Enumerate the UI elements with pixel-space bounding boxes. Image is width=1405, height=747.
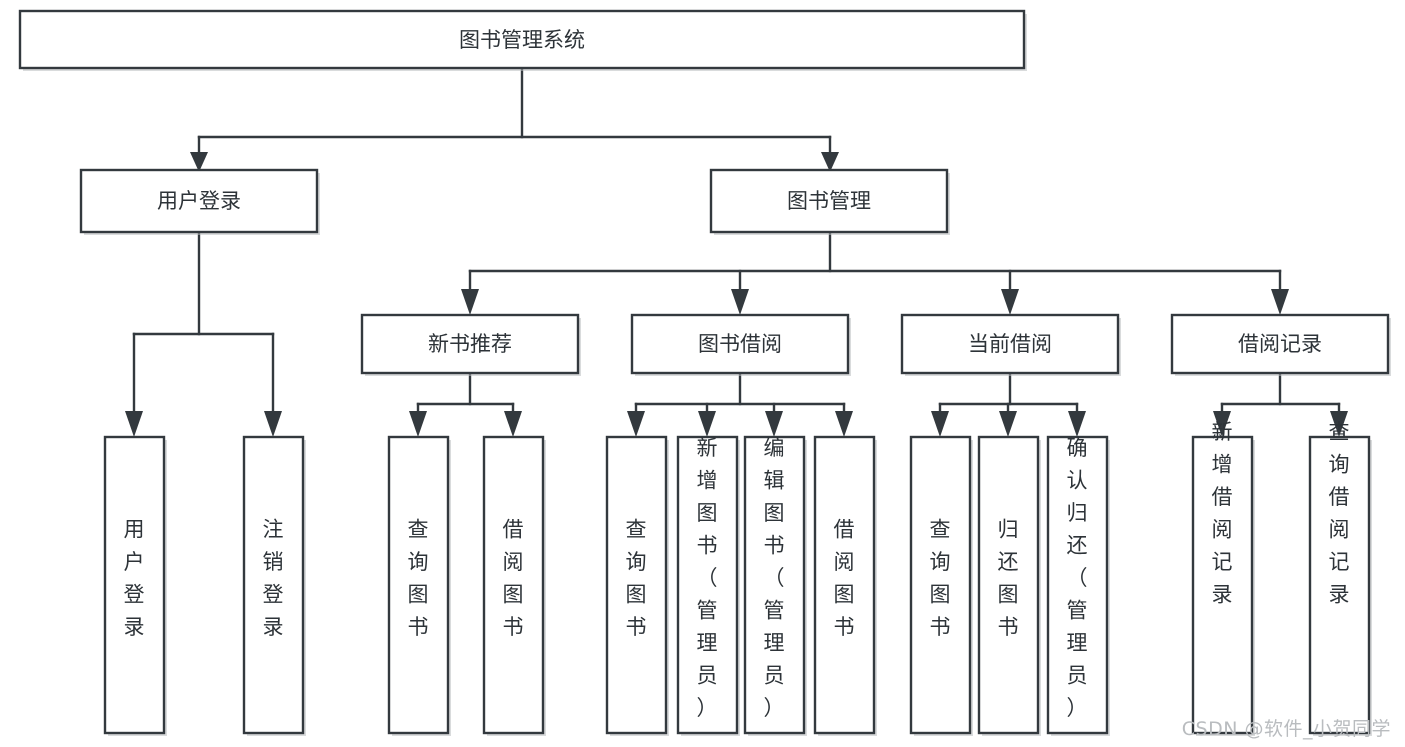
leaf-borrow-record-2-rect [1308,435,1371,735]
leaf-book-borrow-4[interactable]: 借阅图书 [813,435,877,736]
root-rect [18,9,1026,70]
leaf-borrow-record-1[interactable]: 新增借阅记录 [1191,420,1255,736]
arrow-borrow-leaf-2 [698,411,716,437]
leaf-current-borrow-1-label: 查询图书 [930,517,951,639]
leaf-book-borrow-4-label: 借阅图书 [834,517,855,639]
arrow-newbook-leaf-2 [504,411,522,437]
node-borrow-record[interactable]: 借阅记录 [1170,313,1391,376]
leaf-new-book-1-rect [387,435,450,735]
arrow-current-leaf-3 [1068,411,1086,437]
user-login-label: 用户登录 [157,189,241,213]
book-borrow-rect [630,313,850,375]
node-book-borrow[interactable]: 图书借阅 [630,313,851,376]
leaf-current-borrow-3-label: 确认归还（管理员） [1067,436,1088,720]
leaf-user-login-2-label: 注销登录 [263,517,284,639]
leaf-user-login-2[interactable]: 注销登录 [242,435,306,736]
borrow-record-rect [1170,313,1390,375]
arrow-newbook-leaf-1 [409,411,427,437]
leaf-book-borrow-4-rect [813,435,876,735]
node-new-book-recommend[interactable]: 新书推荐 [360,313,581,376]
current-borrow-rect [900,313,1120,375]
arrow-userlogin-leaf-2 [264,411,282,437]
arrow-root-to-book-mgmt [821,152,839,172]
book-management-rect [709,168,949,234]
leaf-borrow-record-1-rect [1191,435,1254,735]
node-user-login[interactable]: 用户登录 [79,168,320,235]
new-book-recommend-rect [360,313,580,375]
arrow-root-to-user-login [190,152,208,172]
leaf-book-borrow-3-label: 编辑图书（管理员） [764,436,785,720]
node-current-borrow[interactable]: 当前借阅 [900,313,1121,376]
leaf-user-login-2-rect [242,435,305,735]
leaf-user-login-1-label: 用户登录 [124,517,145,639]
connector-layer [125,66,1348,437]
leaf-book-borrow-3-rect [743,435,806,735]
user-login-rect [79,168,319,234]
leaf-book-borrow-2-rect [676,435,739,735]
leaf-user-login-1[interactable]: 用户登录 [103,435,167,736]
leaf-new-book-2-label: 借阅图书 [503,517,524,639]
leaf-new-book-2[interactable]: 借阅图书 [482,435,546,736]
leaf-current-borrow-1[interactable]: 查询图书 [909,435,973,736]
leaf-borrow-record-2[interactable]: 查询借阅记录 [1308,420,1372,736]
arrow-record-leaf-1 [1213,411,1231,437]
arrow-borrow-leaf-1 [627,411,645,437]
leaf-book-borrow-1-label: 查询图书 [626,517,647,639]
leaf-borrow-record-1-label: 新增借阅记录 [1212,420,1233,607]
arrow-borrow-leaf-4 [835,411,853,437]
arrow-current-leaf-1 [931,411,949,437]
borrow-record-label: 借阅记录 [1238,332,1322,356]
leaf-current-borrow-2[interactable]: 归还图书 [977,435,1041,736]
arrow-current-leaf-2 [999,411,1017,437]
arrow-borrow-leaf-3 [765,411,783,437]
current-borrow-label: 当前借阅 [968,332,1052,356]
book-borrow-label: 图书借阅 [698,332,782,356]
arrow-bookmgmt-to-borrow [731,289,749,315]
node-book-management[interactable]: 图书管理 [709,168,950,235]
leaf-book-borrow-1[interactable]: 查询图书 [605,435,669,736]
leaf-new-book-2-rect [482,435,545,735]
book-management-label: 图书管理 [787,189,871,213]
arrow-userlogin-leaf-1 [125,411,143,437]
leaf-book-borrow-1-rect [605,435,668,735]
leaf-current-borrow-1-rect [909,435,972,735]
leaf-current-borrow-3-rect [1046,435,1109,735]
leaf-book-borrow-2-label: 新增图书（管理员） [697,436,718,720]
new-book-recommend-label: 新书推荐 [428,332,512,356]
leaf-book-borrow-2[interactable]: 新增图书（管理员） [676,435,740,736]
leaf-book-borrow-3[interactable]: 编辑图书（管理员） [743,435,807,736]
csdn-watermark: CSDN @软件_小贺同学 [1181,718,1391,740]
leaf-current-borrow-2-label: 归还图书 [998,517,1019,639]
arrow-bookmgmt-to-new-book [461,289,479,315]
leaf-new-book-1-label: 查询图书 [408,517,429,639]
arrow-bookmgmt-to-current [1001,289,1019,315]
leaf-user-login-1-rect [103,435,166,735]
leaf-new-book-1[interactable]: 查询图书 [387,435,451,736]
node-root[interactable]: 图书管理系统 [18,9,1027,71]
arrow-bookmgmt-to-record [1271,289,1289,315]
leaf-current-borrow-2-rect [977,435,1040,735]
leaf-borrow-record-2-label: 查询借阅记录 [1329,420,1350,607]
arrow-record-leaf-2 [1330,411,1348,437]
leaf-current-borrow-3[interactable]: 确认归还（管理员） [1046,435,1110,736]
root-label: 图书管理系统 [459,28,585,52]
